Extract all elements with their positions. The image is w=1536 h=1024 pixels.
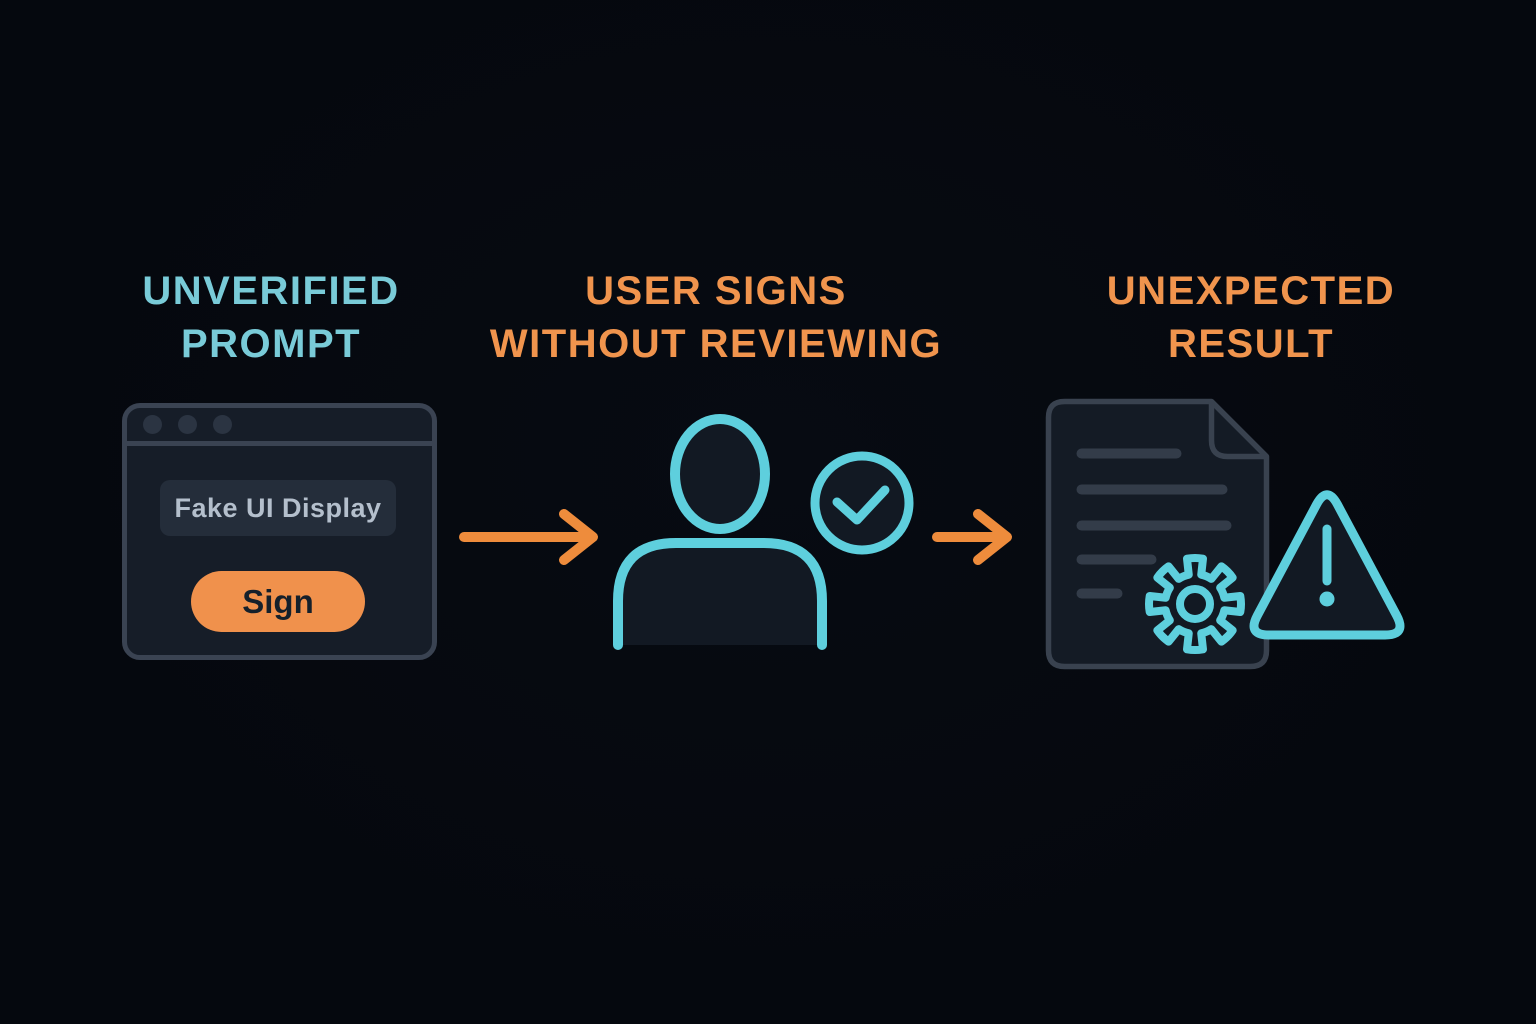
user-icon: [613, 414, 827, 650]
document-text-line: [1076, 520, 1232, 531]
checkmark-icon: [810, 451, 914, 555]
step-3-title-line-1: UNEXPECTED: [1106, 269, 1396, 313]
browser-titlebar: [127, 408, 432, 446]
step-1-title: UNVERIFIED PROMPT: [90, 265, 452, 371]
window-control-dot: [213, 415, 232, 434]
step-2-title-line-2: WITHOUT REVIEWING: [489, 322, 943, 366]
window-control-dot: [143, 415, 162, 434]
flow-arrow-icon: [932, 509, 1012, 565]
step-3-title-line-2: RESULT: [1167, 322, 1335, 366]
document-text-line: [1076, 484, 1228, 495]
flow-arrow-icon: [459, 509, 598, 565]
step-2-title: USER SIGNS WITHOUT REVIEWING: [460, 265, 972, 371]
step-2-title-line-1: USER SIGNS: [585, 269, 847, 313]
document-text-line: [1076, 554, 1157, 565]
step-3-title: UNEXPECTED RESULT: [1059, 265, 1443, 371]
exclamation-dot: [1319, 591, 1335, 607]
step-1-title-line-1: UNVERIFIED: [142, 269, 400, 313]
window-control-dot: [178, 415, 197, 434]
gear-icon: [1145, 554, 1245, 654]
document-text-line: [1076, 448, 1182, 459]
fake-browser-window: Fake UI Display Sign: [122, 403, 437, 660]
warning-icon: [1249, 490, 1405, 640]
document-text-line: [1076, 588, 1123, 599]
step-1-title-line-2: PROMPT: [180, 322, 362, 366]
sign-button: Sign: [191, 571, 365, 632]
fake-ui-display-panel: Fake UI Display: [160, 480, 396, 536]
